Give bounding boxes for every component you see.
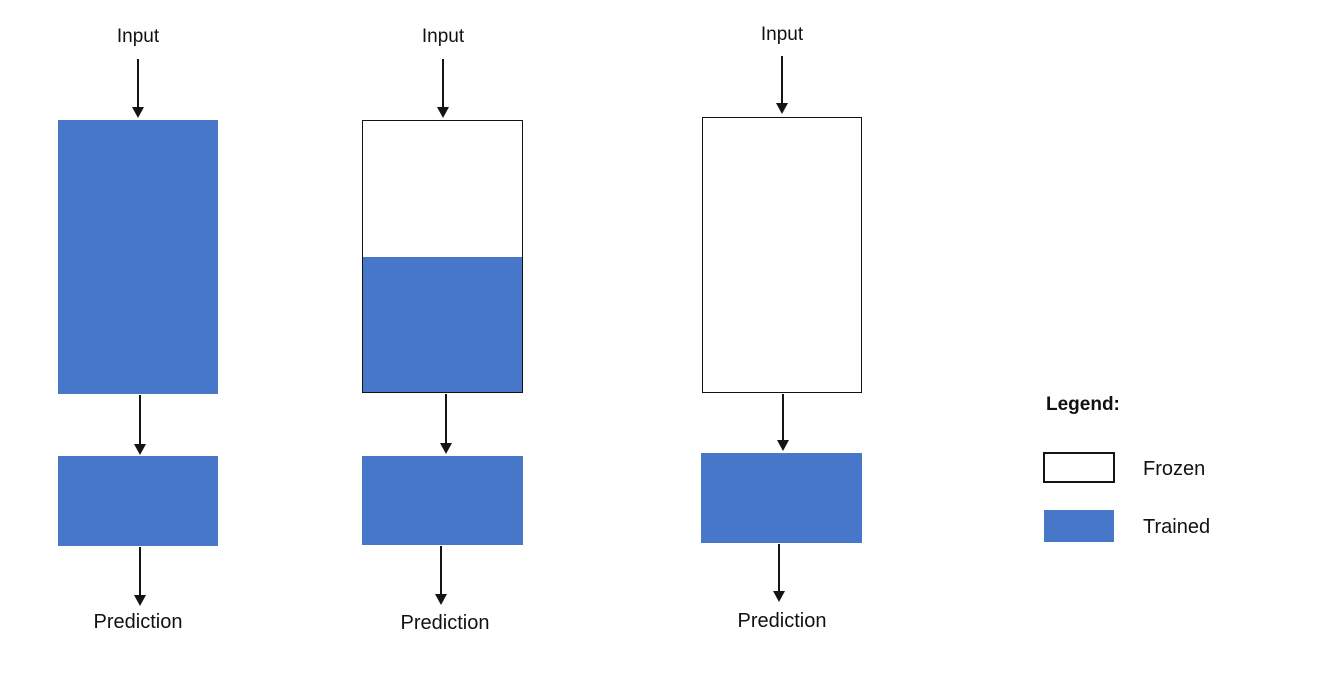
backbone-block-partially-frozen xyxy=(362,120,523,393)
arrow-down-icon xyxy=(139,395,141,444)
arrow-down-icon xyxy=(440,546,442,594)
legend-label-frozen: Frozen xyxy=(1143,458,1206,480)
prediction-label: Prediction xyxy=(400,612,490,634)
input-label: Input xyxy=(760,24,804,45)
arrow-down-icon xyxy=(782,394,784,440)
backbone-block-trained xyxy=(58,120,218,394)
legend-title: Legend: xyxy=(1046,394,1120,415)
backbone-trained-region xyxy=(363,257,522,392)
head-block-trained xyxy=(362,456,523,545)
arrow-down-icon xyxy=(781,56,783,103)
arrow-down-icon xyxy=(139,547,141,595)
input-label: Input xyxy=(116,26,160,47)
trained-swatch xyxy=(1044,510,1114,542)
frozen-swatch xyxy=(1043,452,1115,483)
prediction-label: Prediction xyxy=(737,610,827,632)
prediction-label: Prediction xyxy=(93,611,183,633)
arrow-down-icon xyxy=(137,59,139,107)
arrow-down-icon xyxy=(778,544,780,591)
backbone-block-frozen xyxy=(702,117,862,393)
head-block-trained xyxy=(701,453,862,543)
legend-label-trained: Trained xyxy=(1143,516,1211,538)
arrow-down-icon xyxy=(442,59,444,107)
head-block-trained xyxy=(58,456,218,546)
input-label: Input xyxy=(421,26,465,47)
arrow-down-icon xyxy=(445,394,447,443)
